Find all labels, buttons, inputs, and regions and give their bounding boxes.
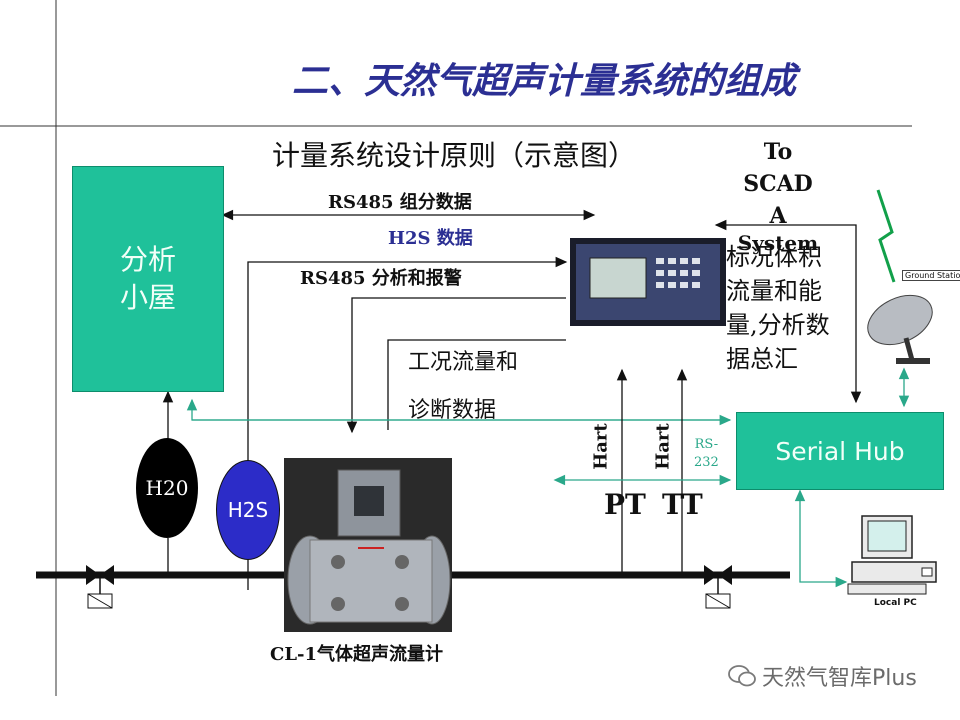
pt-label: PT — [604, 488, 646, 521]
rs232-line-2: 232 — [694, 455, 719, 470]
meter-caption: CL-1气体超声流量计 — [270, 644, 443, 665]
rs232-line-1: RS- — [694, 437, 719, 452]
h2s-data-label: H2S 数据 — [388, 228, 473, 249]
local-pc-icon — [847, 515, 937, 595]
rs232-label: RS- 232 — [694, 436, 719, 472]
summary-line-3: 量,分析数 — [726, 311, 830, 339]
analysis-house-label-1: 分析 — [119, 243, 176, 276]
working-flow-label-2: 诊断数据 — [408, 398, 497, 423]
ground-station-label: Ground Station — [902, 270, 960, 281]
diagram-subtitle: 计量系统设计原则（示意图） — [272, 139, 637, 172]
serial-hub-label: Serial Hub — [775, 436, 905, 466]
h20-label: H20 — [145, 476, 189, 500]
local-pc-label: Local PC — [874, 598, 917, 608]
tt-label: TT — [662, 488, 703, 521]
analysis-house-label-2: 小屋 — [119, 281, 176, 314]
flow-computer-icon — [570, 238, 726, 326]
h2s-label: H2S — [227, 498, 269, 522]
summary-line-2: 流量和能 — [726, 277, 822, 305]
serial-hub-box: Serial Hub — [736, 412, 944, 490]
rs485-alarm-label: RS485 分析和报警 — [300, 268, 462, 289]
to-scada-label: To SCAD A System — [730, 136, 826, 254]
hart-tt-label: Hart — [652, 423, 674, 470]
satellite-dish-icon — [867, 189, 933, 364]
working-flow-label-1: 工况流量和 — [408, 350, 519, 375]
hart-pt-label: Hart — [590, 423, 612, 470]
to-scada-line-3: A — [769, 203, 787, 229]
ultrasonic-meter-icon — [284, 458, 452, 632]
h20-analyzer: H20 — [136, 438, 198, 538]
summary-line-1: 标况体积 — [726, 243, 822, 271]
watermark-text: 天然气智库Plus — [762, 666, 917, 691]
valve-left-icon — [86, 565, 114, 609]
page-title: 二、天然气超声计量系统的组成 — [292, 61, 797, 102]
to-scada-line-2: SCAD — [743, 171, 813, 197]
valve-right-icon — [704, 565, 732, 609]
to-scada-line-1: To — [763, 139, 793, 165]
wechat-icon — [728, 665, 756, 687]
summary-label: 标况体积 流量和能 量,分析数 据总汇 — [726, 240, 830, 376]
watermark: 天然气智库Plus — [728, 660, 917, 692]
h2s-analyzer: H2S — [216, 460, 280, 560]
rs485-composition-label: RS485 组分数据 — [328, 192, 472, 213]
to-scada-line-4: System — [737, 231, 819, 255]
summary-line-4: 据总汇 — [726, 345, 798, 373]
analysis-house-box: 分析 小屋 — [72, 166, 224, 392]
